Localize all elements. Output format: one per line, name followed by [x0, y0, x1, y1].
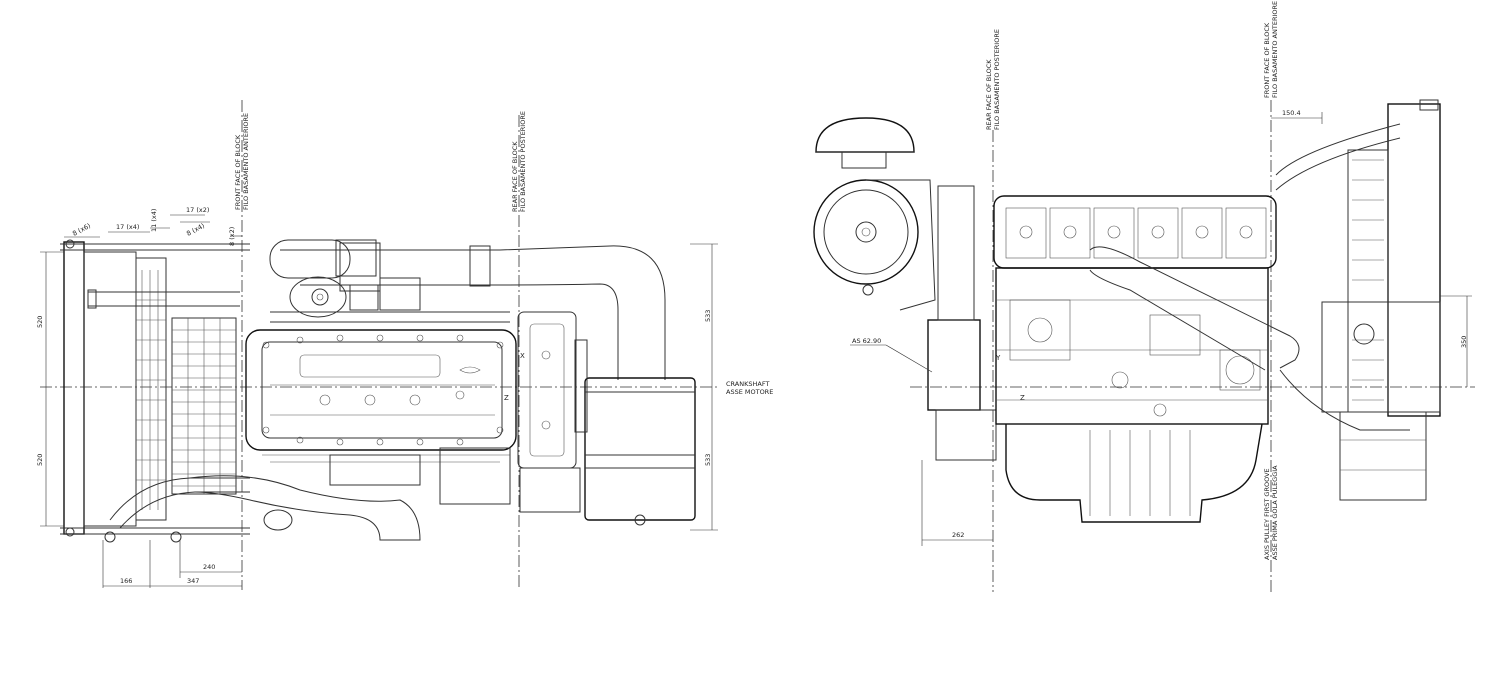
right-dim-350: 350 — [1460, 336, 1468, 348]
left-engine-block — [189, 239, 517, 541]
left-dim-533-bottom: 533 — [704, 454, 712, 466]
left-dim-17x4: 17 (x4) — [116, 223, 139, 231]
left-front-face-it: FILO BASAMENTO ANTERIORE — [242, 113, 250, 210]
left-muffler — [584, 377, 696, 526]
left-dim-347: 347 — [187, 577, 199, 585]
left-dim-533 — [690, 243, 718, 531]
right-air-filter — [813, 117, 936, 311]
left-crankshaft-it: ASSE MOTORE — [726, 388, 773, 396]
right-pulley-axis-it: ASSE PRIMA GOLA PULEGGIA — [1271, 465, 1279, 560]
left-dim-11x4: 11 (x4) — [150, 209, 158, 232]
left-flywheel-housing — [517, 311, 588, 513]
left-exhaust-pipe — [280, 242, 666, 380]
left-top-dimensions — [64, 214, 242, 238]
right-dimension-lines — [921, 112, 1472, 546]
left-rear-face-it: FILO BASAMENTO POSTERIORE — [519, 111, 527, 212]
left-front-face-en: FRONT FACE OF BLOCK — [234, 134, 242, 210]
right-front-face-en: FRONT FACE OF BLOCK — [1263, 22, 1271, 98]
left-dim-533-top: 533 — [704, 310, 712, 322]
right-dim-as6290: AS 62.90 — [852, 337, 881, 345]
right-rear-face-it: FILO BASAMENTO POSTERIORE — [993, 29, 1001, 130]
left-bottom-dimensions — [102, 540, 242, 588]
left-dim-520 — [40, 251, 64, 527]
left-dim-166: 166 — [120, 577, 132, 585]
right-axis-z: Z — [1020, 394, 1025, 402]
left-axis-x: X — [520, 352, 525, 360]
right-side-view — [813, 99, 1475, 592]
left-dim-520-bottom: 520 — [36, 454, 44, 466]
right-rear-face-en: REAR FACE OF BLOCK — [985, 59, 993, 130]
left-rear-face-en: REAR FACE OF BLOCK — [511, 141, 519, 212]
right-engine-body — [993, 195, 1300, 523]
left-dim-240: 240 — [203, 563, 215, 571]
left-dim-520-top: 520 — [36, 316, 44, 328]
left-dim-8x2: 8 (x2) — [228, 227, 236, 246]
right-dim-262: 262 — [952, 531, 964, 539]
left-axis-z: Z — [504, 394, 509, 402]
left-dim-17x2: 17 (x2) — [186, 206, 209, 214]
right-dim-1504: 150.4 — [1282, 109, 1301, 117]
left-dim-8x6: 8 (x6) — [71, 222, 92, 238]
right-radiator — [1275, 99, 1441, 501]
left-view-text: 8 (x6) 17 (x4) 11 (x4) 17 (x2) 8 (x4) 8 … — [36, 111, 773, 585]
right-front-face-it: FILO BASAMENTO ANTERIORE — [1271, 1, 1279, 98]
right-axis-y: Y — [995, 354, 1001, 362]
right-flywheel-housing — [850, 185, 997, 461]
left-top-view — [40, 100, 720, 590]
right-view-text: REAR FACE OF BLOCK FILO BASAMENTO POSTER… — [852, 1, 1468, 560]
left-dim-8x4: 8 (x4) — [185, 222, 206, 238]
right-pulley-axis-en: AXIS PULLEY FIRST GROOVE — [1263, 468, 1271, 560]
left-radiator — [60, 239, 250, 543]
left-crankshaft-en: CRANKSHAFT — [726, 380, 769, 388]
